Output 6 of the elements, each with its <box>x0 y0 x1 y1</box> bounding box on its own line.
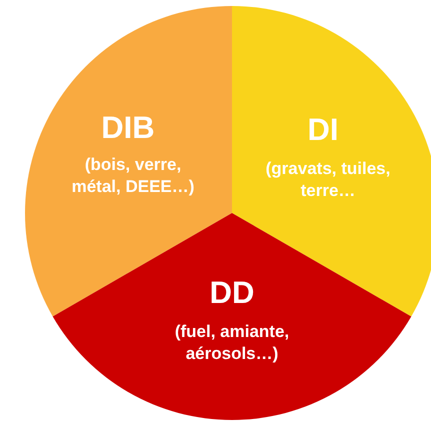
slice-heading: DIB <box>100 109 156 147</box>
slice-description: (bois, verre, métal, DEEE…) <box>70 154 196 198</box>
slice-description: (gravats, tuiles, terre… <box>264 158 392 202</box>
slice-heading: DI <box>306 111 340 149</box>
slice-heading: DD <box>208 274 256 312</box>
slice-description: (fuel, amiante, aérosols…) <box>174 321 290 366</box>
